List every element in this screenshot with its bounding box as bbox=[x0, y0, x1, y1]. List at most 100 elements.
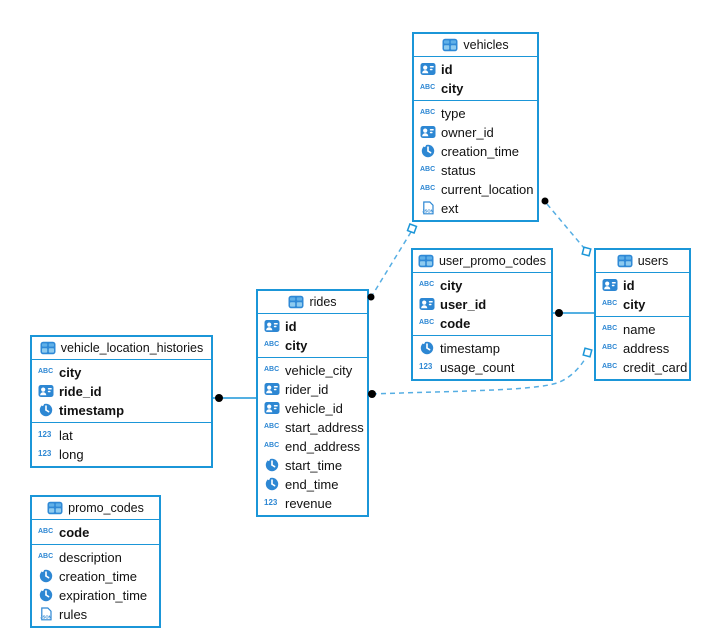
field-name: vehicle_city bbox=[285, 362, 353, 378]
field-row[interactable]: ABC city bbox=[413, 276, 551, 295]
table-promo-codes-header[interactable]: promo_codes bbox=[32, 497, 159, 520]
key-fields-section: ABC city ride_id timestamp bbox=[32, 360, 211, 423]
text-type-icon: ABC bbox=[264, 423, 280, 430]
text-type-icon: ABC bbox=[264, 366, 280, 373]
table-users[interactable]: users id ABC city ABC name ABC address A… bbox=[594, 248, 691, 381]
field-row[interactable]: ABC city bbox=[258, 336, 367, 355]
field-name: ext bbox=[441, 200, 459, 216]
key-fields-section: id ABC city bbox=[258, 314, 367, 358]
field-name: status bbox=[441, 162, 476, 178]
clock-icon bbox=[38, 403, 54, 417]
field-name: current_location bbox=[441, 181, 534, 197]
field-name: start_time bbox=[285, 457, 343, 473]
field-name: address bbox=[623, 340, 670, 356]
key-fields-section: id ABC city bbox=[596, 273, 689, 317]
table-icon bbox=[617, 254, 633, 268]
field-row[interactable]: ABC current_location bbox=[414, 180, 537, 199]
field-row[interactable]: id bbox=[414, 60, 537, 79]
field-row[interactable]: id bbox=[258, 317, 367, 336]
clock-icon bbox=[264, 477, 280, 491]
field-row[interactable]: ABC type bbox=[414, 104, 537, 123]
table-vehicles[interactable]: vehicles id ABC city ABC type owner_id bbox=[412, 32, 539, 222]
text-type-icon: ABC bbox=[420, 185, 436, 192]
field-row[interactable]: rider_id bbox=[258, 380, 367, 399]
text-type-icon: ABC bbox=[419, 319, 435, 326]
field-name: city bbox=[440, 277, 463, 293]
table-user-promo-codes-header[interactable]: user_promo_codes bbox=[413, 250, 551, 273]
field-row[interactable]: ABC name bbox=[596, 320, 689, 339]
table-icon bbox=[418, 254, 434, 268]
field-name: timestamp bbox=[59, 402, 125, 418]
fields-section: ABC name ABC address ABC credit_card bbox=[596, 317, 689, 379]
fields-section: timestamp 123 usage_count bbox=[413, 336, 551, 379]
field-row[interactable]: 123 revenue bbox=[258, 494, 367, 513]
text-type-icon: ABC bbox=[602, 344, 618, 351]
table-user-promo-codes[interactable]: user_promo_codes ABC city user_id ABC co… bbox=[411, 248, 553, 381]
field-row[interactable]: ABC description bbox=[32, 548, 159, 567]
field-row[interactable]: 123 usage_count bbox=[413, 358, 551, 377]
table-vehicle-location-histories[interactable]: vehicle_location_histories ABC city ride… bbox=[30, 335, 213, 468]
field-row[interactable]: timestamp bbox=[413, 339, 551, 358]
text-type-icon: ABC bbox=[420, 84, 436, 91]
field-row[interactable]: ABC start_address bbox=[258, 418, 367, 437]
field-row[interactable]: start_time bbox=[258, 456, 367, 475]
field-name: start_address bbox=[285, 419, 364, 435]
table-users-header[interactable]: users bbox=[596, 250, 689, 273]
table-vehicle-location-histories-header[interactable]: vehicle_location_histories bbox=[32, 337, 211, 360]
field-name: city bbox=[441, 80, 464, 96]
field-row[interactable]: owner_id bbox=[414, 123, 537, 142]
field-name: description bbox=[59, 549, 122, 565]
field-row[interactable]: ABC status bbox=[414, 161, 537, 180]
field-name: vehicle_id bbox=[285, 400, 343, 416]
field-name: end_address bbox=[285, 438, 361, 454]
field-row[interactable]: timestamp bbox=[32, 401, 211, 420]
text-type-icon: ABC bbox=[420, 166, 436, 173]
field-name: revenue bbox=[285, 495, 332, 511]
key-fields-section: ABC city user_id ABC code bbox=[413, 273, 551, 336]
field-row[interactable]: ABC address bbox=[596, 339, 689, 358]
text-type-icon: ABC bbox=[38, 528, 54, 535]
field-row[interactable]: ABC city bbox=[414, 79, 537, 98]
field-row[interactable]: creation_time bbox=[414, 142, 537, 161]
field-row[interactable]: end_time bbox=[258, 475, 367, 494]
field-row[interactable]: 123 lat bbox=[32, 426, 211, 445]
field-row[interactable]: id bbox=[596, 276, 689, 295]
number-type-icon: 123 bbox=[419, 362, 433, 371]
field-name: long bbox=[59, 446, 84, 462]
id-badge-icon bbox=[420, 62, 436, 76]
field-row[interactable]: JSON rules bbox=[32, 605, 159, 624]
field-row[interactable]: ABC city bbox=[32, 363, 211, 382]
text-type-icon: ABC bbox=[602, 363, 618, 370]
field-row[interactable]: ABC code bbox=[32, 523, 159, 542]
field-row[interactable]: ABC end_address bbox=[258, 437, 367, 456]
table-vehicles-header[interactable]: vehicles bbox=[414, 34, 537, 57]
field-row[interactable]: expiration_time bbox=[32, 586, 159, 605]
field-row[interactable]: ABC code bbox=[413, 314, 551, 333]
id-badge-icon bbox=[602, 278, 618, 292]
field-row[interactable]: ABC vehicle_city bbox=[258, 361, 367, 380]
field-name: city bbox=[59, 364, 82, 380]
table-rides[interactable]: rides id ABC city ABC vehicle_city rider… bbox=[256, 289, 369, 517]
id-badge-icon bbox=[420, 125, 436, 139]
field-name: expiration_time bbox=[59, 587, 148, 603]
field-row[interactable]: ABC credit_card bbox=[596, 358, 689, 377]
field-row[interactable]: user_id bbox=[413, 295, 551, 314]
table-rides-header[interactable]: rides bbox=[258, 291, 367, 314]
field-name: city bbox=[623, 296, 646, 312]
id-badge-icon bbox=[419, 297, 435, 311]
fields-section: 123 lat 123 long bbox=[32, 423, 211, 466]
field-row[interactable]: creation_time bbox=[32, 567, 159, 586]
clock-icon bbox=[264, 458, 280, 472]
field-name: creation_time bbox=[59, 568, 138, 584]
field-row[interactable]: ride_id bbox=[32, 382, 211, 401]
field-row[interactable]: ABC city bbox=[596, 295, 689, 314]
field-row[interactable]: JSON ext bbox=[414, 199, 537, 218]
table-promo-codes[interactable]: promo_codes ABC code ABC description cre… bbox=[30, 495, 161, 628]
table-icon bbox=[442, 38, 458, 52]
id-badge-icon bbox=[264, 401, 280, 415]
field-name: code bbox=[59, 524, 90, 540]
field-name: end_time bbox=[285, 476, 339, 492]
field-row[interactable]: 123 long bbox=[32, 445, 211, 464]
table-title: rides bbox=[309, 295, 337, 309]
field-row[interactable]: vehicle_id bbox=[258, 399, 367, 418]
